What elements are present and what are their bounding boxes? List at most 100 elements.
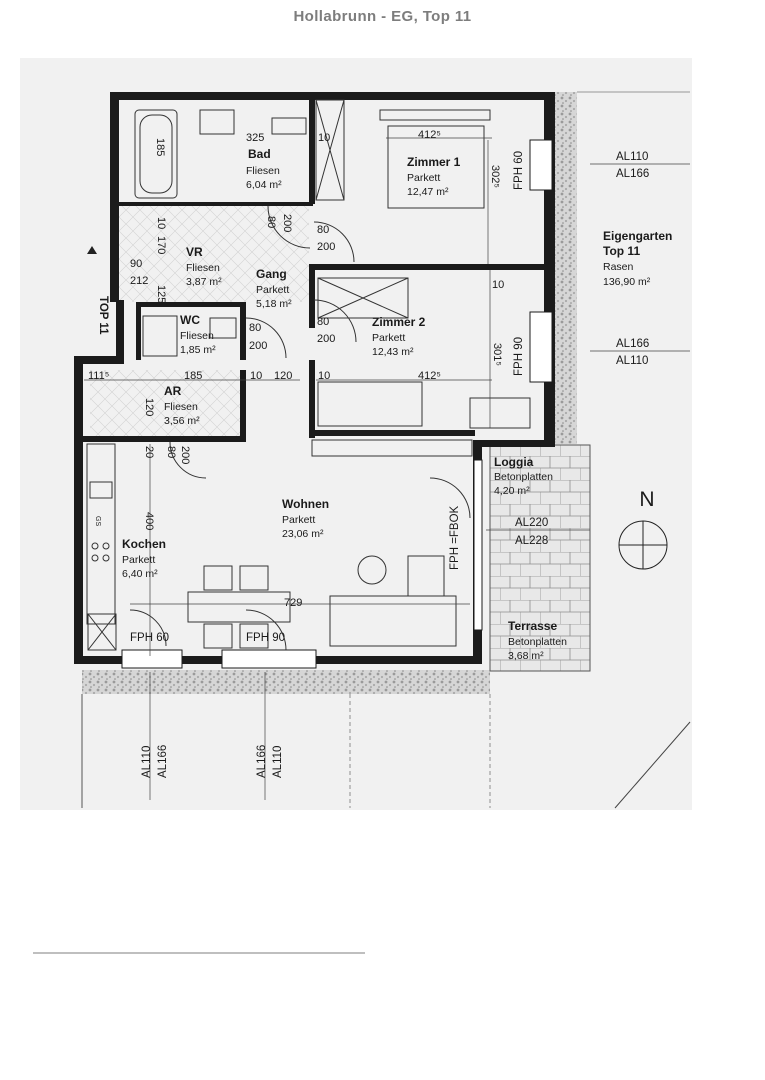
loggia-terrace-pavers	[489, 444, 591, 672]
al-bottom-2a: AL166	[256, 745, 268, 778]
dim-10b: 10	[155, 217, 167, 229]
dimension-labels: 325 185 10 412⁵ 302⁵ 10 170 80 200 80 20…	[88, 129, 504, 609]
dim-212: 212	[130, 275, 148, 287]
dim-200c: 200	[249, 340, 267, 352]
door-zimmer1	[313, 221, 355, 263]
room-terrasse-name: Terrasse	[508, 619, 557, 633]
dim-185: 185	[184, 370, 202, 382]
bathtub-inner	[139, 114, 173, 194]
dim-bad-width: 325	[246, 132, 264, 144]
room-vr-surface: Fliesen	[186, 262, 220, 274]
gravel-strip-right	[555, 92, 577, 444]
door-bad	[267, 205, 311, 249]
door-loggia	[429, 477, 471, 519]
windows	[121, 139, 553, 669]
dim-zimmer2-width: 412⁵	[418, 370, 441, 382]
dim-200a: 200	[281, 214, 293, 232]
al-bottom-1b: AL166	[157, 745, 169, 778]
door-kochen-window	[129, 609, 167, 647]
dim-bathtub: 185	[154, 138, 166, 156]
room-zimmer2-area: 12,43 m²	[372, 346, 414, 358]
door-ar	[169, 441, 207, 479]
wc-toilet	[142, 315, 178, 357]
bad-sink	[199, 109, 235, 135]
room-gang-surface: Parkett	[256, 284, 289, 296]
dim-80b: 80	[317, 224, 329, 236]
fph-zimmer1: FPH 60	[513, 151, 525, 190]
al-loggia-a: AL220	[515, 517, 548, 529]
dim-10c: 10	[492, 279, 504, 291]
room-loggia-surface: Betonplatten	[494, 471, 553, 483]
north-arrow: N	[618, 488, 668, 570]
room-ar-name: AR	[164, 384, 182, 398]
dim-80d: 80	[317, 316, 329, 328]
dimension-lines	[84, 137, 690, 800]
dim-wohnen-729: 729	[284, 597, 302, 609]
room-kochen-name: Kochen	[122, 537, 166, 551]
dim-90: 90	[130, 258, 142, 270]
room-wc-name: WC	[180, 313, 200, 327]
room-loggia-name: Loggia	[494, 455, 534, 469]
al-bottom-2b: AL110	[272, 746, 284, 778]
fixtures	[86, 99, 531, 651]
page-title: Hollabrunn - EG, Top 11	[293, 8, 472, 25]
dim-10d: 10	[250, 370, 262, 382]
room-wc-area: 1,85 m²	[180, 344, 216, 356]
armchair	[407, 555, 445, 597]
dim-170: 170	[155, 236, 167, 254]
dim-zimmer1-height: 302⁵	[489, 165, 501, 188]
room-gang-name: Gang	[256, 267, 287, 281]
room-loggia-area: 4,20 m²	[494, 485, 530, 497]
bottom-divider	[33, 952, 365, 954]
dim-80e: 80	[165, 446, 177, 458]
room-kochen-area: 6,40 m²	[122, 568, 158, 580]
kitchen-cabinet	[87, 613, 117, 651]
dim-20: 20	[143, 446, 155, 458]
dim-200e: 200	[179, 446, 191, 464]
room-ar-area: 3,56 m²	[164, 415, 200, 427]
dim-125: 125	[155, 285, 167, 303]
dining-table	[187, 591, 291, 623]
dim-kochen-400: 400	[143, 512, 155, 530]
zimmer1-wardrobe	[315, 99, 345, 201]
dining-chair-4	[239, 623, 269, 649]
doors	[129, 205, 471, 651]
fph-zimmer2: FPH 90	[513, 337, 525, 376]
dim-80a: 80	[265, 216, 277, 228]
fph-kochen-2: FPH 90	[246, 632, 285, 644]
bathtub	[134, 109, 178, 199]
door-zimmer2	[313, 299, 357, 343]
al-right-1b: AL166	[616, 168, 649, 180]
gravel-strip-bottom	[82, 670, 490, 694]
room-eigengarten-subtitle: Top 11	[603, 244, 640, 258]
room-wohnen-surface: Parkett	[282, 514, 315, 526]
room-gang-area: 5,18 m²	[256, 298, 292, 310]
dim-200b: 200	[317, 241, 335, 253]
dim-120b: 120	[143, 398, 155, 416]
dim-10e: 10	[318, 370, 330, 382]
room-ar-surface: Fliesen	[164, 401, 198, 413]
room-eigengarten-surface: Rasen	[603, 261, 634, 273]
room-eigengarten-area: 136,90 m²	[603, 276, 651, 288]
door-wohnen-window	[245, 609, 287, 651]
room-terrasse-area: 3,68 m²	[508, 650, 544, 662]
dining-chair-1	[203, 565, 233, 591]
dim-120a: 120	[274, 370, 292, 382]
room-zimmer2-name: Zimmer 2	[372, 315, 426, 329]
north-label: N	[639, 488, 654, 511]
room-wohnen-area: 23,06 m²	[282, 528, 324, 540]
top-11-label: TOP 11	[97, 296, 109, 335]
al-right-2a: AL166	[616, 338, 649, 350]
bed-1-headboard	[379, 109, 491, 121]
room-eigengarten-name: Eigengarten	[603, 229, 672, 243]
dim-80c: 80	[249, 322, 261, 334]
washing-machine	[271, 117, 307, 135]
kitchen-sink	[89, 481, 113, 499]
bed-1	[387, 125, 485, 209]
room-vr-area: 3,87 m²	[186, 276, 222, 288]
zimmer2-desk	[469, 397, 531, 429]
al-right-1a: AL110	[616, 151, 648, 163]
room-bad-surface: Fliesen	[246, 165, 280, 177]
kitchen-counter	[86, 443, 116, 625]
